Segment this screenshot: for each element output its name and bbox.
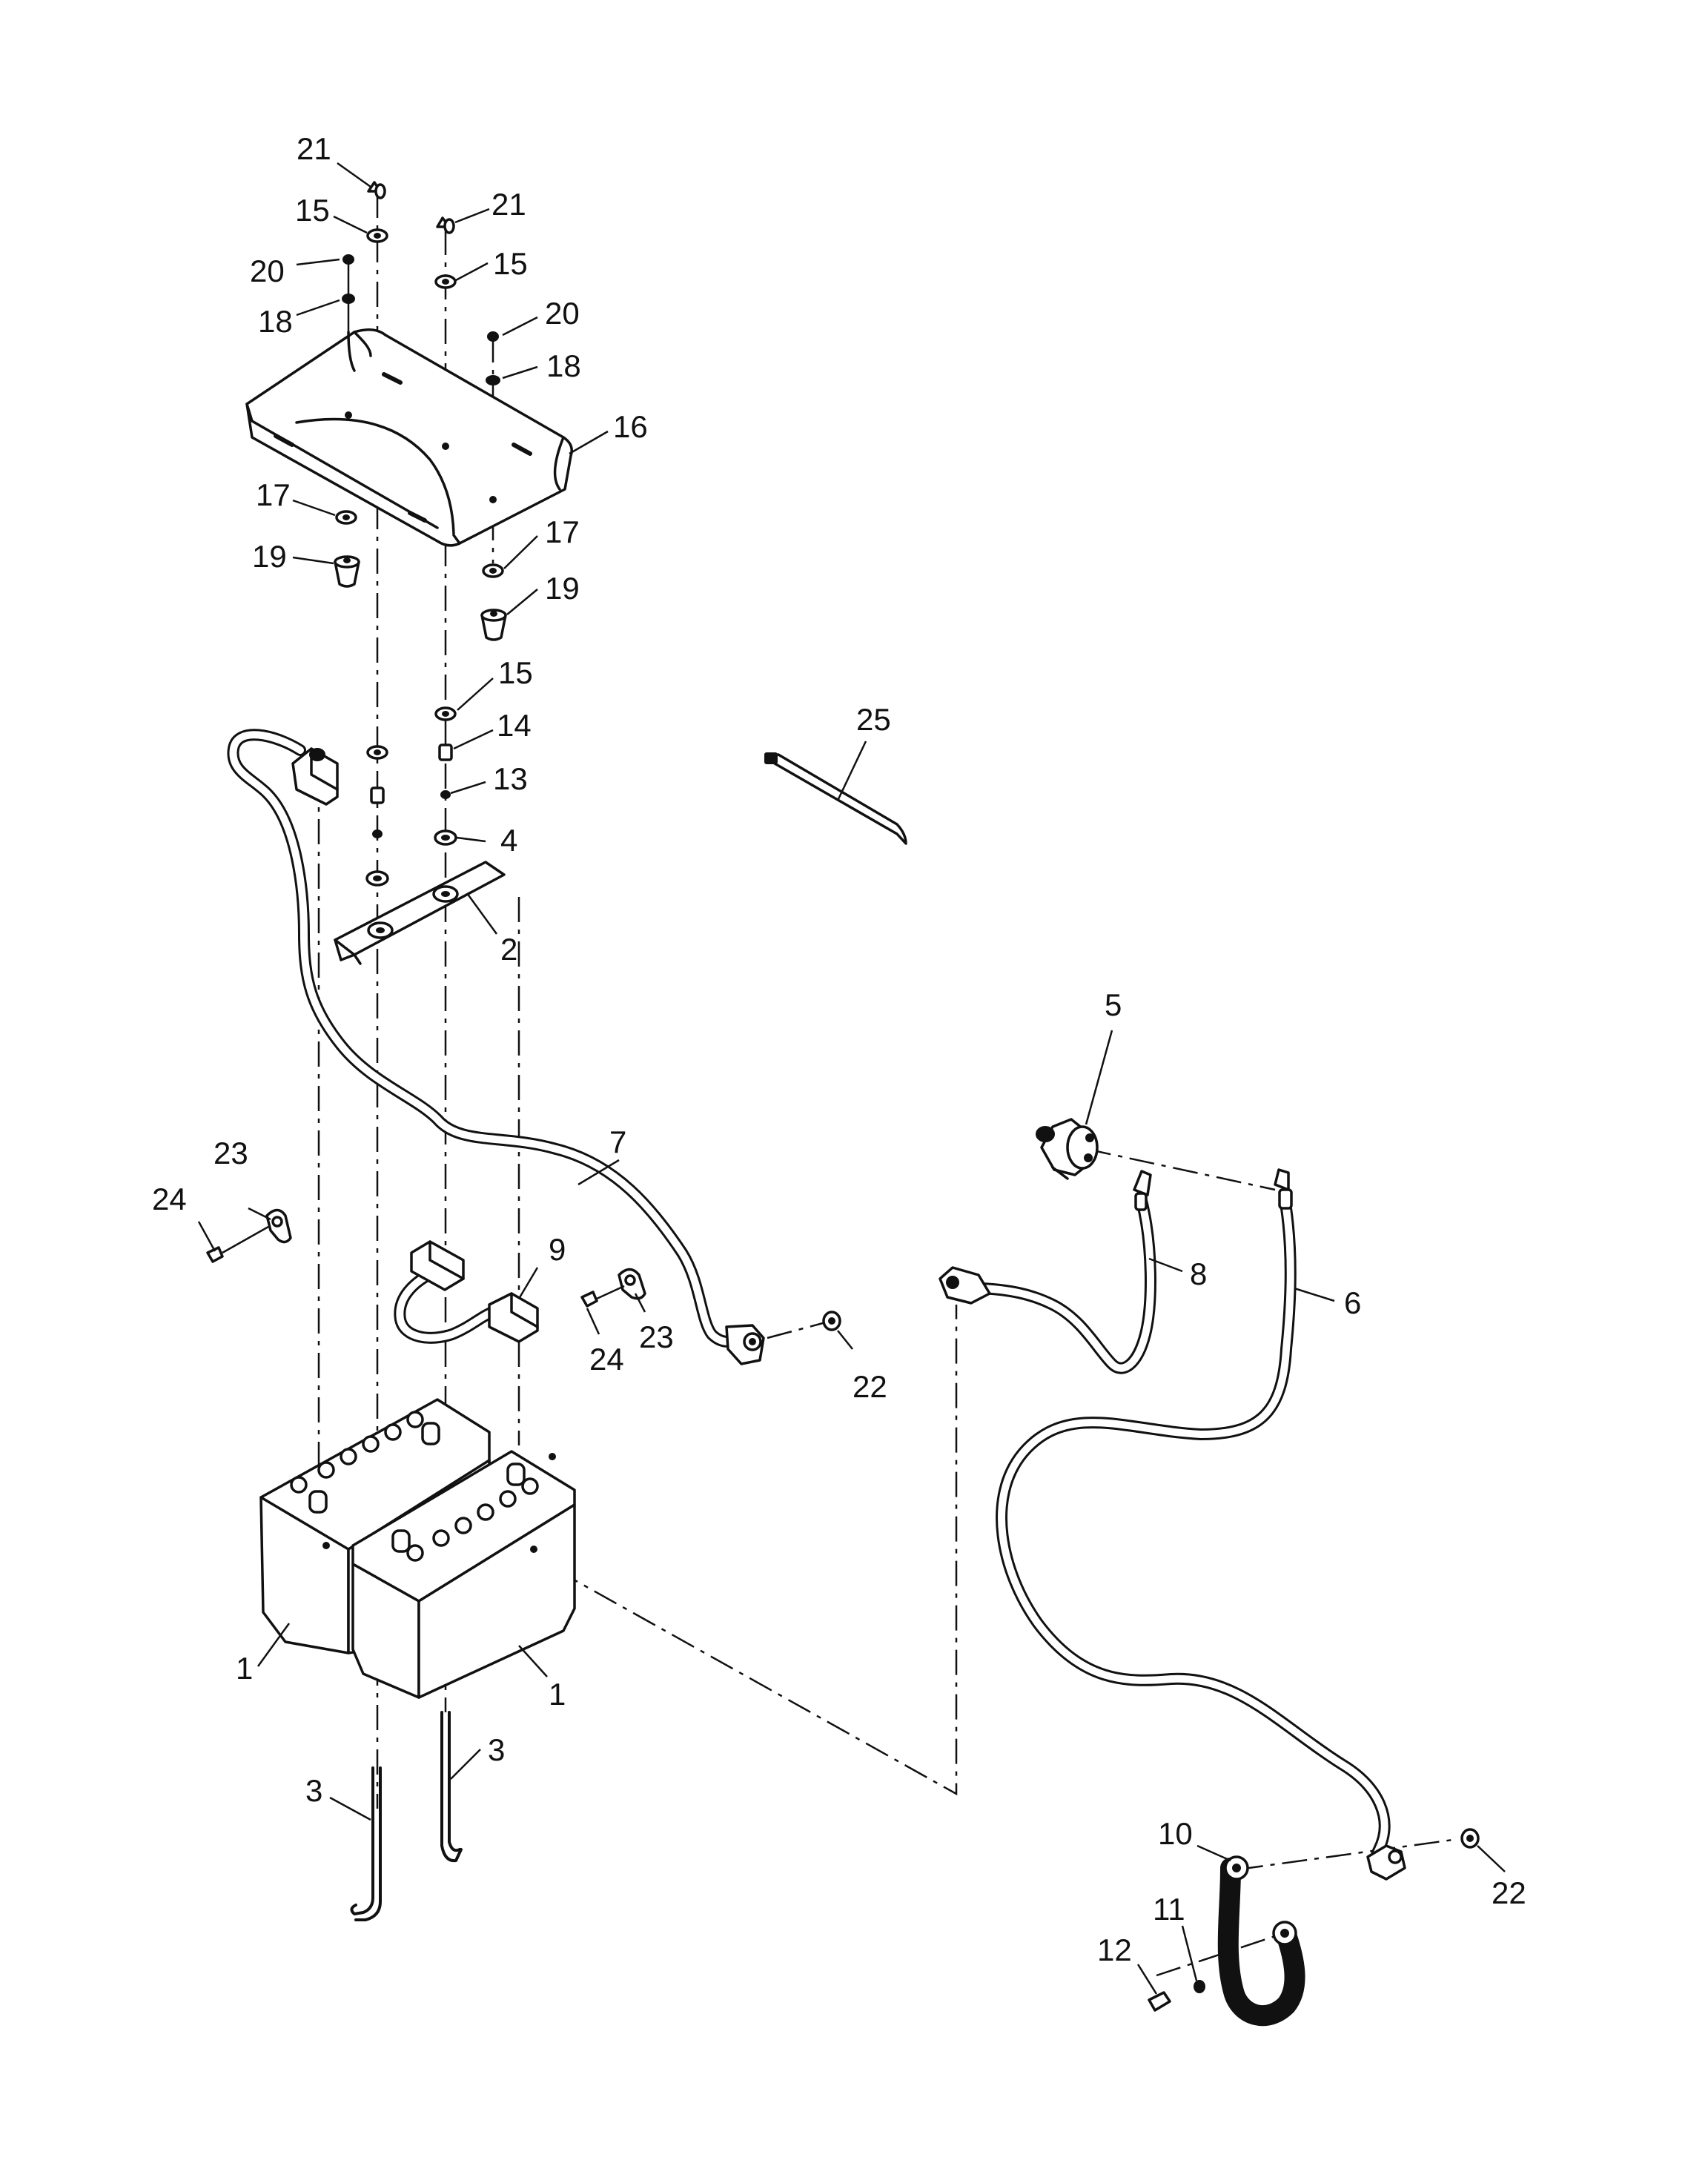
callout-8: 8: [1190, 1256, 1207, 1291]
callout-23-left: 23: [214, 1136, 248, 1170]
callout-3-left: 3: [305, 1773, 322, 1808]
callout-20-left: 20: [250, 254, 285, 288]
bracket-23-left: [206, 1208, 292, 1263]
bracket-23-mid: [580, 1268, 646, 1308]
callout-10: 10: [1158, 1816, 1193, 1851]
callout-14: 14: [497, 708, 532, 743]
callout-5: 5: [1105, 987, 1122, 1022]
callout-9: 9: [549, 1232, 566, 1267]
holddown-bracket: [334, 861, 506, 965]
callout-18-left: 18: [258, 304, 293, 339]
j-bolt-left: [350, 1766, 382, 1921]
wing-nut-left: [367, 181, 386, 199]
cable-7: [227, 729, 765, 1365]
battery-right: [322, 1450, 576, 1699]
callout-7: 7: [609, 1124, 626, 1159]
callout-17-left: 17: [256, 477, 291, 512]
holddown-hardware: [365, 706, 457, 887]
callout-15-top-right: 15: [493, 246, 528, 281]
wing-nut-right: [436, 216, 455, 234]
battery-right-caps: [391, 1463, 539, 1562]
washer-11: [1194, 1980, 1205, 1993]
cable-tie: [764, 752, 907, 845]
ground-strap: [1156, 1855, 1305, 2027]
j-bolt-right: [440, 1711, 463, 1863]
callout-2: 2: [500, 932, 517, 967]
callout-21-right: 21: [491, 187, 526, 222]
bolt-12: [1148, 1991, 1171, 2012]
nut-22-left: [767, 1311, 841, 1339]
cable-6: [996, 1168, 1406, 1881]
battery-tray: [245, 328, 573, 547]
callout-4: 4: [500, 823, 517, 858]
callout-12: 12: [1097, 1932, 1132, 1967]
callout-19-right: 19: [545, 571, 580, 606]
callout-23-mid: 23: [639, 1319, 674, 1354]
cable-9: [394, 1240, 539, 1344]
battery-left-caps: [290, 1411, 440, 1514]
callout-20-right: 20: [545, 296, 580, 331]
callout-1-left: 1: [236, 1651, 253, 1686]
callout-22-left: 22: [853, 1369, 887, 1404]
callout-22-right: 22: [1492, 1875, 1526, 1910]
callout-11: 11: [1153, 1892, 1185, 1927]
bumpers: [334, 510, 507, 641]
callout-24-left: 24: [152, 1182, 187, 1216]
top-hardware: [342, 181, 500, 415]
callout-21-left: 21: [297, 131, 331, 166]
switch-5: [1036, 1118, 1099, 1180]
leader-lines: [197, 162, 1506, 1995]
nut-22-right: [1460, 1828, 1480, 1849]
callout-1-right: 1: [549, 1677, 566, 1712]
callout-13: 13: [493, 761, 528, 796]
callout-16: 16: [613, 409, 648, 444]
callout-3-right: 3: [488, 1732, 505, 1767]
callout-15-mid: 15: [498, 655, 533, 690]
callouts: 21 15 20 18 21 15 20 18 16 17 19 17 19 1…: [152, 131, 1526, 1967]
callout-6: 6: [1344, 1285, 1361, 1320]
callout-19-left: 19: [252, 539, 287, 574]
callout-18-right: 18: [546, 348, 581, 383]
callout-15-top-left: 15: [295, 193, 330, 228]
callout-25: 25: [856, 702, 891, 737]
callout-17-right: 17: [545, 514, 580, 549]
cable-8: [939, 1170, 1156, 1374]
callout-24-mid: 24: [589, 1342, 624, 1377]
